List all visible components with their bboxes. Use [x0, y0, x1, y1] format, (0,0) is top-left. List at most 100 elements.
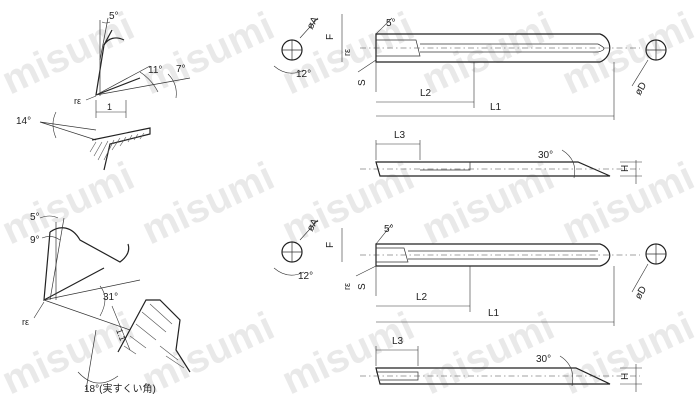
watermark-8: misumi: [275, 154, 421, 253]
angle-5b-arc: [39, 215, 59, 219]
angle-14-lines: [39, 121, 97, 141]
end-view-left-cross: [282, 40, 302, 60]
h-label: H: [620, 165, 631, 172]
bottom-left-tip-detail: 5° 9° 31° rε 1.1 18°(実すくい角): [22, 212, 191, 395]
top-left-tip-detail: 5° 11° 7° rε 1 14°: [16, 11, 191, 171]
angle-12-label: 12°: [296, 69, 311, 80]
watermark-12: misumi: [135, 304, 281, 403]
width-b-label: 1.1: [114, 327, 128, 342]
end-view-right-b-cross: [646, 244, 666, 264]
end-view-right-cross: [646, 40, 666, 60]
angle-31-lines: [43, 279, 141, 331]
angle-31-arc: [99, 285, 106, 317]
s-label: S: [357, 79, 368, 86]
tip-top-curve: [103, 37, 125, 46]
tool-bottom-assembly: 12° øA F 5° rε S L2 L1 øD L3 30° H: [273, 217, 667, 392]
angle-9-label: 9°: [30, 235, 40, 246]
side-view-body: [375, 161, 611, 177]
width-dim-lines: [95, 100, 127, 118]
angle-11-arc: [139, 71, 159, 93]
l1-b-dim-line: [376, 266, 615, 326]
shank-lines: [420, 43, 598, 53]
phi-d-b-leader: [631, 263, 649, 293]
angle-12-arc: [273, 65, 305, 74]
angle-12b-arc: [273, 267, 305, 276]
l2-b-dim-line: [376, 266, 471, 312]
h-b-label: H: [620, 373, 631, 380]
phi-a-leader: [299, 17, 319, 39]
angle-5-arc: [101, 21, 111, 24]
watermark-5: misumi: [555, 4, 700, 103]
angle-ref-5: [99, 17, 109, 61]
tool-top-assembly: 12° øA F 5° rε S L2 L1 øD: [273, 14, 667, 184]
l3-label: L3: [394, 130, 406, 141]
watermark-13: misumi: [275, 304, 421, 403]
angle-18-arc: [77, 371, 119, 384]
watermark-15: misumi: [555, 304, 700, 403]
tool-b-shank: [375, 243, 611, 267]
r-eps-b-leader: [355, 265, 377, 277]
watermark-7: misumi: [135, 154, 281, 253]
phi-d-leader: [631, 59, 649, 87]
f-b-label: F: [325, 242, 336, 248]
angle-30b-label: 30°: [536, 354, 551, 365]
angle-5b-label: 5°: [30, 212, 40, 223]
r-eps-label: rε: [342, 49, 352, 56]
radius-b-leader: [33, 301, 45, 319]
tip-body-outline: [43, 231, 105, 302]
h-dim-line: [620, 160, 642, 184]
shank-b-lines: [408, 250, 598, 260]
watermark-4: misumi: [415, 4, 561, 103]
angle-14-label: 14°: [16, 116, 31, 127]
l2-dim-line: [376, 62, 475, 108]
workpiece-hatch: [89, 132, 145, 161]
radius-b-label: rε: [22, 317, 29, 327]
phi-a-b-leader: [299, 219, 319, 241]
r-eps-b-label: rε: [342, 283, 352, 290]
angle-9-arc: [41, 236, 61, 241]
tip-edge-line-2: [95, 77, 191, 96]
angle-31-label: 31°: [103, 292, 118, 303]
angle-14-arc: [52, 111, 57, 139]
angle-5-ref: [375, 17, 393, 35]
watermark-2: misumi: [135, 4, 281, 103]
radius-label: rε: [74, 96, 81, 106]
phi-a-label: øA: [305, 15, 321, 32]
h-b-dim-line: [620, 364, 642, 392]
angle-ref-5b: [49, 217, 65, 301]
workpiece-b-hatch: [123, 303, 185, 369]
angle-18-note: 18°(実すくい角): [84, 382, 156, 395]
width-label: 1: [107, 102, 112, 112]
phi-d-label: øD: [633, 80, 649, 97]
workpiece-b-outline: [117, 299, 191, 373]
width-b-dim: [111, 305, 131, 351]
l3-b-dim-line: [375, 346, 419, 366]
s-b-label: S: [357, 283, 368, 290]
r-eps-leader: [357, 59, 377, 73]
side-view-b-body: [375, 367, 611, 385]
side-view-head: [420, 161, 471, 171]
l2-b-label: L2: [416, 292, 428, 303]
tool-shank: [375, 33, 611, 63]
angle-5b-label: 5°: [384, 224, 394, 235]
angle-5b-ref: [375, 223, 393, 245]
watermark-1: misumi: [0, 4, 141, 103]
l3-b-label: L3: [392, 336, 404, 347]
tip-top-outline: [49, 227, 130, 263]
angle-11-label: 11°: [148, 65, 162, 76]
end-view-left-b-cross: [282, 242, 302, 262]
angle-5-label: 5°: [386, 18, 396, 29]
angle-5-label: 5°: [109, 11, 119, 22]
angle-7-arc: [167, 73, 177, 99]
f-label: F: [325, 34, 336, 40]
l1-b-label: L1: [488, 308, 500, 319]
shank-end-curve: [597, 43, 605, 53]
phi-d-b-label: øD: [633, 284, 649, 301]
watermark-layer: misumi misumi misumi misumi misumi misum…: [0, 4, 700, 403]
l1-dim-line: [376, 62, 615, 120]
radius-leader: [85, 95, 97, 101]
angle-30-arc: [561, 149, 576, 179]
l1-label: L1: [490, 102, 502, 113]
